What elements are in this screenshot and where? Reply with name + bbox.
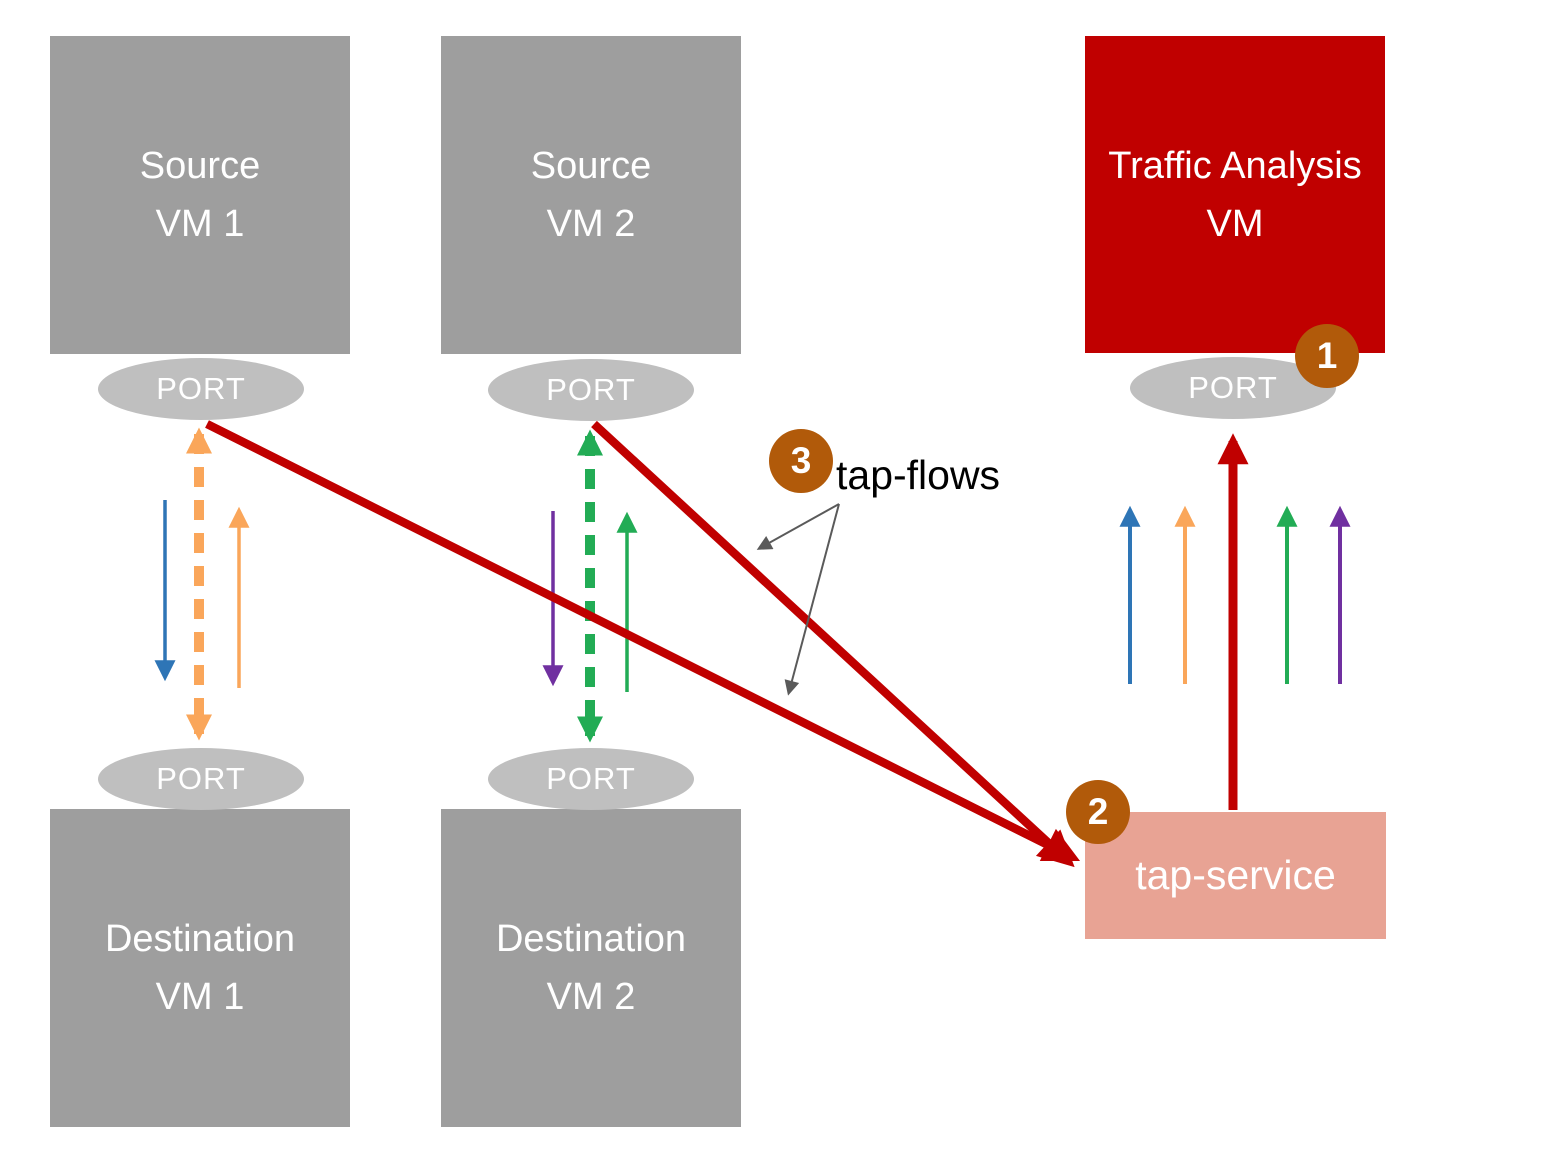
destination-vm-2-label-line2: VM 2 [546,976,636,1018]
tap-flows-label: tap-flows [836,452,1001,498]
destination-vm-1-box: Destination VM 1 [50,809,350,1127]
port-label: PORT [1188,370,1278,405]
port-label: PORT [156,371,246,406]
traffic-analysis-vm-label-line1: Traffic Analysis [1108,144,1362,187]
port-label: PORT [546,372,636,407]
port-label: PORT [156,761,246,796]
step-1-badge-number: 1 [1316,335,1338,376]
source-vm-2-label-line2: VM 2 [546,203,636,245]
traffic-analysis-vm-label-line2: VM [1206,202,1264,245]
step-1-badge: 1 [1295,324,1359,388]
step-2-badge: 2 [1066,780,1130,844]
tap-service-box: tap-service [1085,812,1386,939]
destination-vm-1-label-line2: VM 1 [155,976,245,1018]
tap-flows-callout-arrow-1 [756,503,840,550]
tap-service-label: tap-service [1135,852,1336,898]
port-label: PORT [546,761,636,796]
source-vm-2-port-ellipse: PORT [488,359,694,421]
tap-flows-callout-arrow-2 [784,503,840,696]
traffic-analysis-vm-box: Traffic Analysis VM [1085,36,1385,353]
source-vm-1-label-line1: Source [139,145,261,187]
destination-vm-2-port-ellipse: PORT [488,748,694,810]
destination-vm-2-label-line1: Destination [495,918,687,960]
step-3-badge: 3 [769,429,833,493]
source-vm-1-port-ellipse: PORT [98,358,304,420]
source-vm-2-box: Source VM 2 [441,36,741,354]
step-2-badge-number: 2 [1087,791,1109,832]
destination-vm-1-label-line1: Destination [104,918,296,960]
destination-vm-2-box: Destination VM 2 [441,809,741,1127]
source-vm-1-label-line2: VM 1 [155,203,245,245]
step-3-badge-number: 3 [790,440,812,481]
source-vm-1-box: Source VM 1 [50,36,350,354]
source-vm-2-label-line1: Source [530,145,652,187]
destination-vm-1-port-ellipse: PORT [98,748,304,810]
